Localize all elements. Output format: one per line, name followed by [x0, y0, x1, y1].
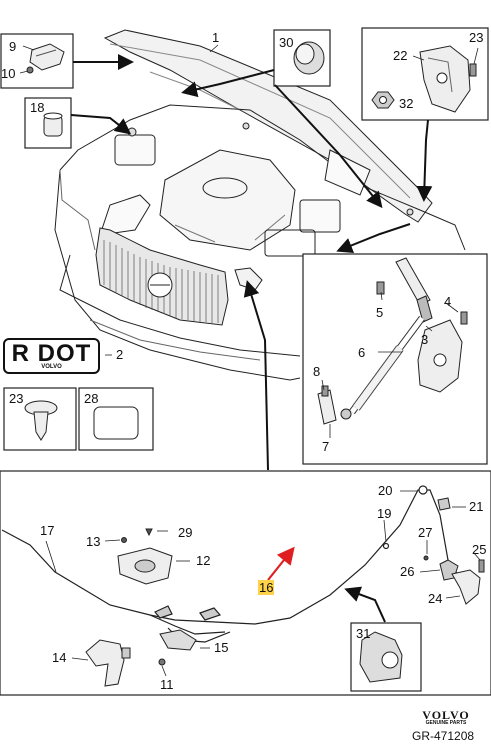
r-dot-subtext: VOLVO — [41, 364, 62, 370]
engine-cover — [159, 149, 296, 251]
red-pointer-arrow — [267, 546, 295, 581]
callout-8: 8 — [313, 364, 321, 379]
callout-26: 26 — [400, 564, 415, 579]
callout-20: 20 — [378, 483, 393, 498]
callout-28: 28 — [84, 391, 99, 406]
volvo-brand-logo: VOLVO — [422, 708, 470, 722]
r-dot-label-plate: R DOT VOLVO — [3, 338, 100, 374]
callout-25: 25 — [472, 542, 487, 557]
callout-12: 12 — [196, 553, 211, 568]
genuine-parts-text: GENUINE PARTS — [425, 720, 467, 726]
callout-16: 16 — [258, 580, 275, 595]
callout-19: 19 — [377, 506, 392, 521]
callout-22: 22 — [393, 48, 408, 63]
callout-31: 31 — [356, 626, 371, 641]
callout-18: 18 — [30, 100, 45, 115]
callout-27: 27 — [418, 525, 433, 540]
callout-5: 5 — [376, 305, 384, 320]
callout-32: 32 — [399, 96, 414, 111]
callout-21: 21 — [469, 499, 484, 514]
release-cable — [1, 489, 461, 625]
callout-24: 24 — [428, 591, 443, 606]
callout-11: 11 — [160, 677, 174, 692]
car-engine-bay-illustration — [54, 29, 466, 381]
callout-3: 3 — [421, 332, 429, 347]
callout-6: 6 — [358, 345, 366, 360]
callout-13: 13 — [86, 534, 101, 549]
callout-30: 30 — [279, 35, 294, 50]
callout-29: 29 — [178, 525, 193, 540]
callout-4: 4 — [444, 294, 452, 309]
callout-23: 23 — [9, 391, 24, 406]
diagram-code: GR-471208 — [412, 729, 475, 743]
callout-23-top: 23 — [469, 30, 484, 45]
callout-1: 1 — [212, 30, 220, 45]
callout-10: 10 — [1, 66, 16, 81]
r-dot-text: R DOT — [11, 340, 92, 367]
callout-9: 9 — [9, 39, 17, 54]
callout-16-highlight: 16 — [258, 580, 275, 595]
callout-17: 17 — [40, 523, 55, 538]
callout-2: 2 — [116, 347, 124, 362]
callout-7: 7 — [322, 439, 330, 454]
callout-15: 15 — [214, 640, 229, 655]
callout-14: 14 — [52, 650, 67, 665]
